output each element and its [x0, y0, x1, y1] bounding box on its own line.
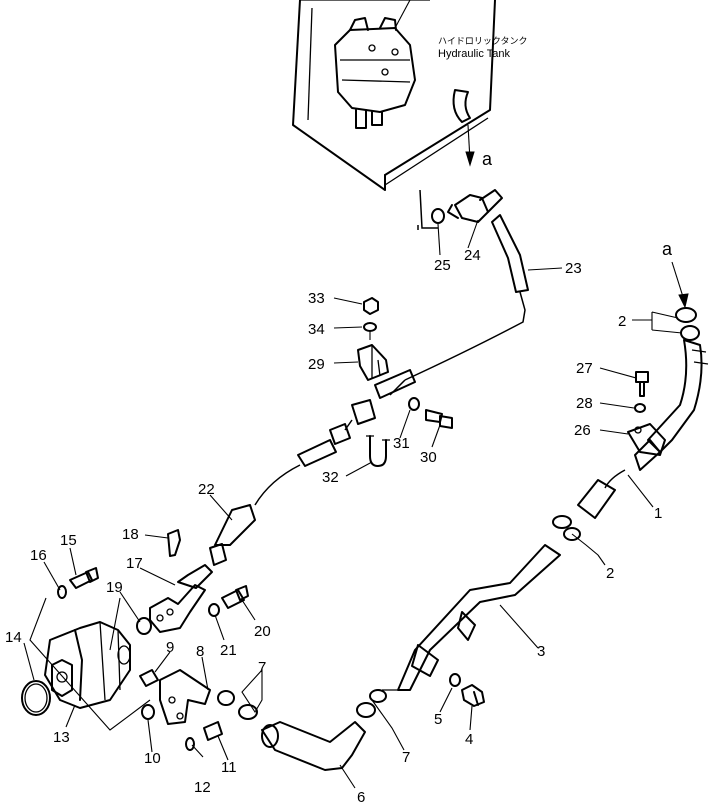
- callout-12: 12: [194, 779, 211, 796]
- clamp-26: [627, 423, 666, 456]
- bolt-11: [203, 721, 223, 741]
- callout-27: 27: [576, 360, 593, 377]
- elbow-fitting: [447, 189, 503, 223]
- callout-11: 11: [221, 759, 237, 776]
- hydraulic-tank: [292, 0, 496, 191]
- callout-18: 18: [122, 526, 139, 543]
- callout-7-right: 7: [402, 749, 410, 766]
- fitting-9: [139, 669, 159, 687]
- callout-14: 14: [5, 629, 22, 646]
- callout-29: 29: [308, 356, 325, 373]
- washer-16: [57, 585, 67, 599]
- hose-clamp-2-middle: [552, 515, 581, 541]
- callout-24: 24: [464, 247, 481, 264]
- connection-label-right: a: [662, 239, 673, 259]
- callout-2-top: 2: [618, 313, 626, 330]
- callout-2-middle: 2: [606, 565, 614, 582]
- o-ring-25: [431, 208, 445, 224]
- callout-21: 21: [220, 642, 237, 659]
- elbow-8: [159, 669, 211, 725]
- tube-3: [382, 544, 561, 691]
- o-ring-14: [21, 680, 51, 716]
- callout-31: 31: [393, 435, 410, 452]
- connection-marker-a-tank: a: [465, 124, 493, 169]
- callout-28: 28: [576, 395, 593, 412]
- callout-10: 10: [144, 750, 161, 767]
- washer-31: [408, 397, 420, 411]
- washer-5: [449, 673, 461, 687]
- callout-15: 15: [60, 532, 77, 549]
- clamp-29: [357, 330, 389, 381]
- callout-17: 17: [126, 555, 143, 572]
- bolt-20: [221, 585, 249, 609]
- o-ring-19: [136, 617, 152, 635]
- hose-clamp-7-left: [217, 690, 258, 720]
- hose-6: [261, 721, 366, 771]
- connection-marker-a-right: a: [662, 239, 689, 309]
- leader-lines: [23, 219, 683, 789]
- callout-5: 5: [434, 711, 442, 728]
- hose-23: [404, 189, 529, 381]
- tank-label: ハイドロリックタンク Hydraulic Tank: [438, 36, 527, 60]
- pump-13: [44, 621, 131, 709]
- callout-8: 8: [196, 643, 204, 660]
- connection-label-tank: a: [482, 149, 493, 169]
- callout-9: 9: [166, 639, 174, 656]
- washer-34: [363, 322, 377, 332]
- callout-numbers: 1 2 2 3 4 5 6 7 7 8 9 10 11 12 13 14 15 …: [5, 247, 662, 803]
- bolt-15: [69, 567, 99, 589]
- callout-6: 6: [357, 789, 365, 803]
- callout-30: 30: [420, 449, 437, 466]
- callout-23: 23: [565, 260, 582, 277]
- tank-label-english: Hydraulic Tank: [438, 48, 510, 60]
- callout-7-left: 7: [258, 659, 266, 676]
- callout-26: 26: [574, 422, 591, 439]
- callout-34: 34: [308, 321, 325, 338]
- callout-25: 25: [434, 257, 451, 274]
- callout-4: 4: [465, 731, 473, 748]
- hose-clamp-2-top: [675, 307, 700, 341]
- control-valve: [334, 0, 416, 129]
- callout-32: 32: [322, 469, 339, 486]
- hose-22: [209, 369, 416, 566]
- callout-3: 3: [537, 643, 545, 660]
- hose-1: [577, 339, 709, 519]
- fitting-18: [167, 529, 181, 557]
- callout-33: 33: [308, 290, 325, 307]
- bolt-30: [425, 409, 453, 429]
- callout-20: 20: [254, 623, 271, 640]
- nut-33: [363, 297, 379, 315]
- callout-19: 19: [106, 579, 123, 596]
- bolt-4: [461, 684, 485, 707]
- callout-1: 1: [654, 505, 662, 522]
- washer-21: [208, 603, 220, 617]
- callout-13: 13: [53, 729, 70, 746]
- bolt-27: [635, 371, 649, 397]
- o-ring-10: [141, 704, 155, 720]
- washer-28: [634, 403, 646, 413]
- hose-clamp-7-right: [356, 689, 387, 718]
- flange-17: [149, 564, 213, 633]
- washer-12: [185, 737, 195, 751]
- tank-label-japanese: ハイドロリックタンク: [438, 36, 527, 46]
- callout-22: 22: [198, 481, 215, 498]
- callout-16: 16: [30, 547, 47, 564]
- u-bolt-32: [366, 435, 390, 467]
